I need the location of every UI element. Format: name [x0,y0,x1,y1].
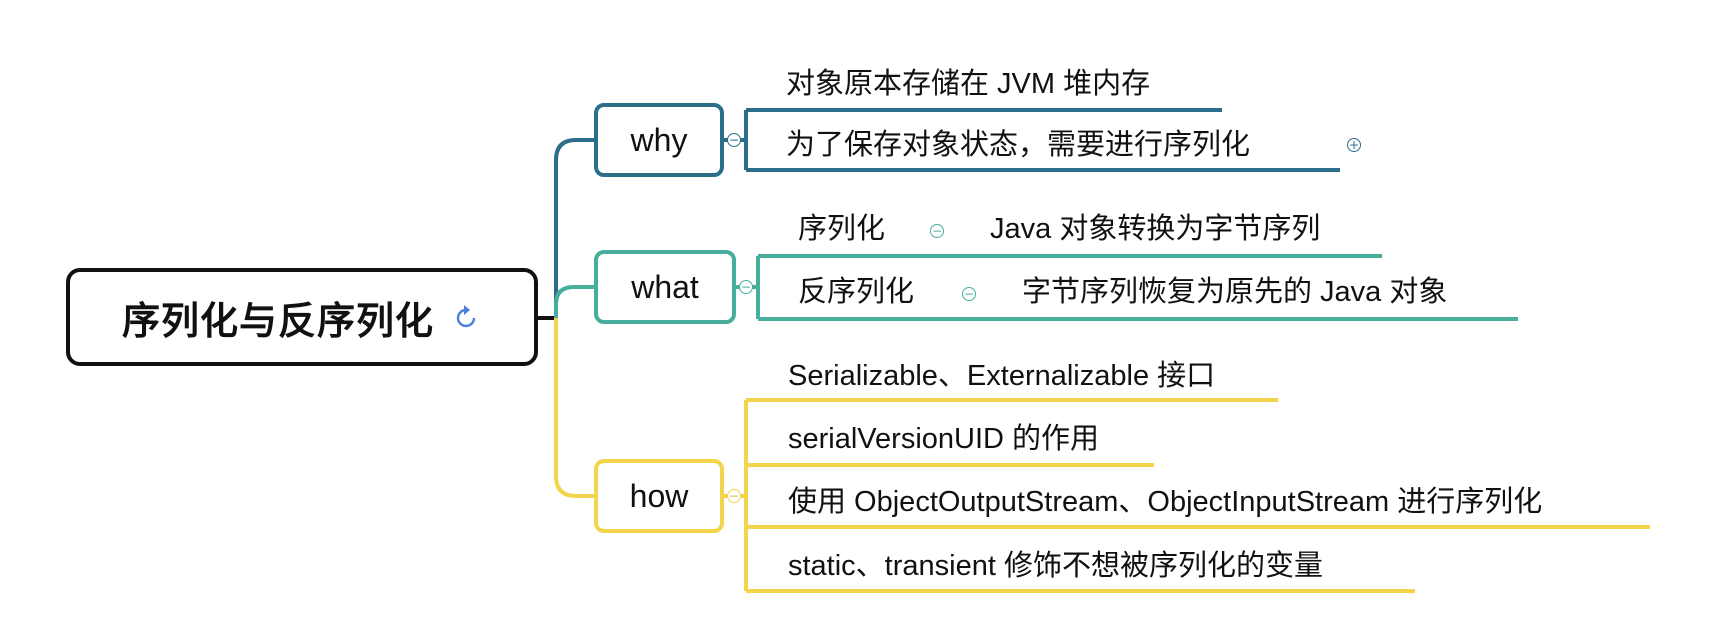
what-item-deserialize-label[interactable]: 反序列化 [798,276,915,308]
branch-what-label: what [631,268,699,305]
branch-how[interactable]: how [594,459,724,533]
expand-icon[interactable]: + [1347,138,1361,152]
branch-how-label: how [629,477,689,514]
why-connector [554,138,594,318]
collapse-icon[interactable]: − [930,224,944,238]
how-item-1[interactable]: Serializable、Externalizable 接口 [788,360,1216,392]
branch-why-label: why [630,121,688,158]
what-item-deserialize-detail[interactable]: 字节序列恢复为原先的 Java 对象 [1022,276,1448,308]
how-item-4[interactable]: static、transient 修饰不想被序列化的变量 [788,550,1323,582]
what-item-serialize-detail[interactable]: Java 对象转换为字节序列 [990,213,1321,245]
how-connector [554,318,594,498]
how-item-2[interactable]: serialVersionUID 的作用 [788,423,1100,455]
collapse-icon[interactable]: − [727,489,741,503]
what-connector [554,285,594,318]
branch-why[interactable]: why [594,103,724,177]
refresh-icon[interactable] [452,302,482,332]
how-item-3[interactable]: 使用 ObjectOutputStream、ObjectInputStream … [788,486,1543,518]
collapse-icon[interactable]: − [962,287,976,301]
collapse-icon[interactable]: − [739,280,753,294]
why-item-2[interactable]: 为了保存对象状态，需要进行序列化 [786,129,1251,161]
branch-what[interactable]: what [594,250,736,324]
why-item-1[interactable]: 对象原本存储在 JVM 堆内存 [786,68,1151,100]
collapse-icon[interactable]: − [727,133,741,147]
root-label: 序列化与反序列化 [121,300,434,343]
what-item-serialize-label[interactable]: 序列化 [798,213,886,245]
root-node[interactable]: 序列化与反序列化 [66,268,538,366]
